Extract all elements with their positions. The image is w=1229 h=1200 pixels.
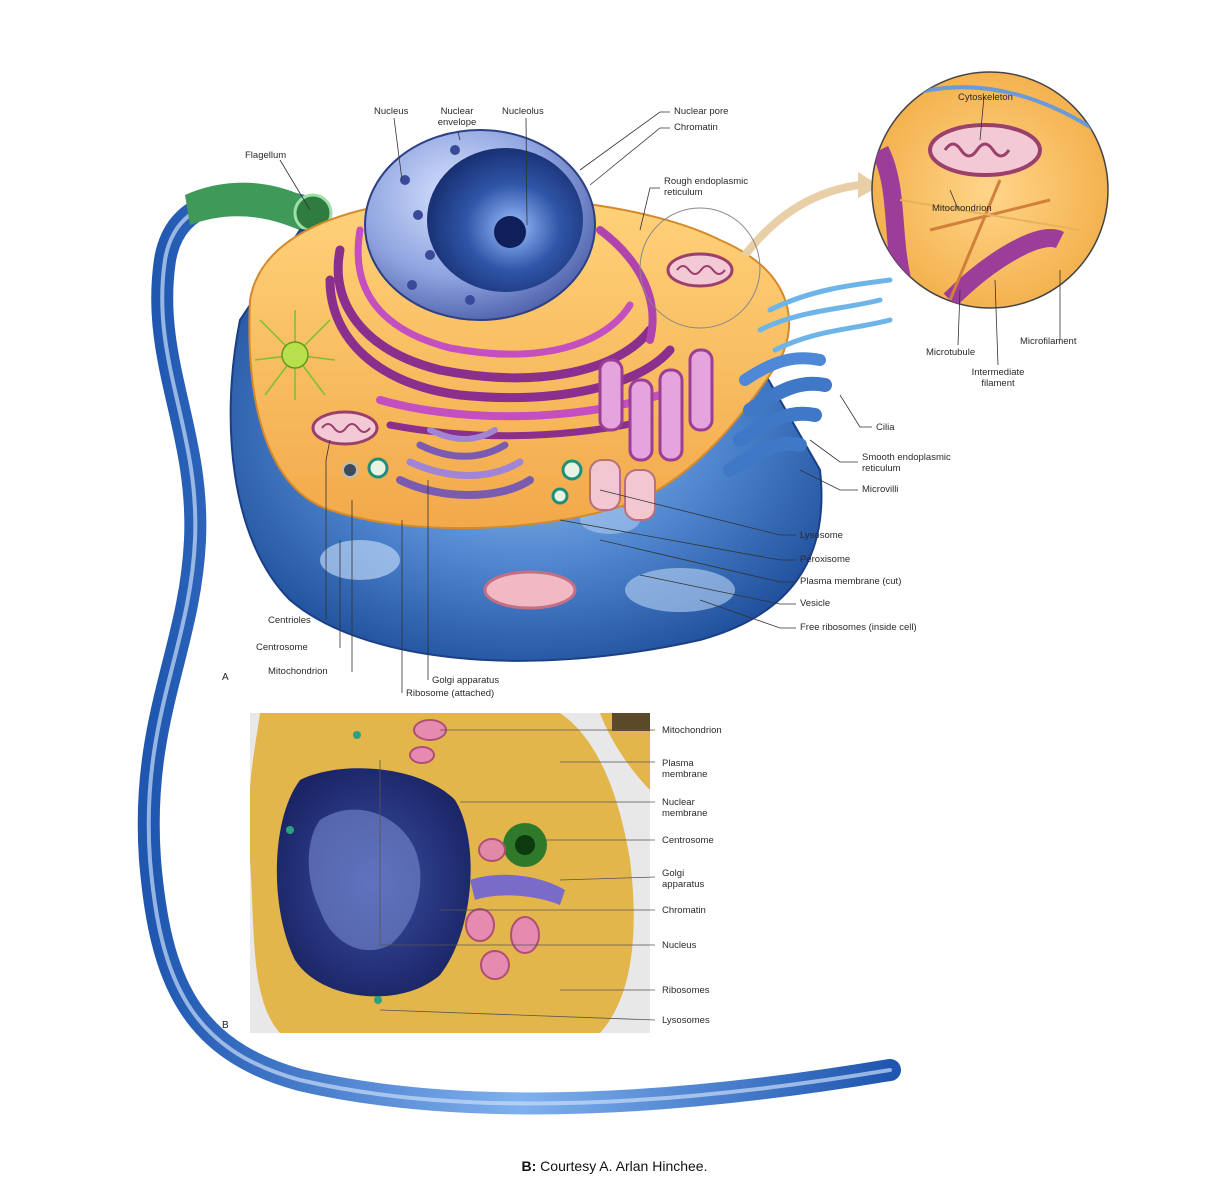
- leader-lines-a: [279, 96, 1061, 693]
- label-b-nucleus: Nucleus: [662, 940, 697, 951]
- centrosome-shape: [254, 310, 336, 400]
- micrograph-b: [250, 713, 650, 1033]
- label-centrioles: Centrioles: [268, 615, 311, 626]
- panel-a-letter: A: [222, 672, 229, 683]
- credit-prefix: B:: [521, 1158, 537, 1174]
- label-rough-er-line1: Rough endoplasmic: [664, 176, 748, 187]
- label-microvilli: Microvilli: [862, 484, 899, 495]
- label-microtubule: Microtubule: [926, 347, 976, 358]
- label-centrosome-a: Centrosome: [256, 642, 308, 653]
- label-flagellum: Flagellum: [245, 150, 287, 161]
- label-mitochondrion-a: Mitochondrion: [268, 666, 328, 677]
- label-rough-er-line2: reticulum: [664, 187, 703, 198]
- microvilli-shape: [723, 277, 893, 477]
- label-b-ribosomes: Ribosomes: [662, 985, 710, 996]
- inset-source-ring: [639, 207, 761, 329]
- label-free-ribosomes: Free ribosomes (inside cell): [800, 622, 917, 633]
- label-b-golgi: Golgi apparatus: [662, 868, 704, 890]
- label-vesicle: Vesicle: [800, 598, 831, 609]
- label-lysosome: Lysosome: [800, 530, 843, 541]
- label-nuclear-pore: Nuclear pore: [674, 106, 729, 117]
- label-ribosome-attached: Ribosome (attached): [406, 688, 495, 699]
- label-b-nuclear-membrane-line1: Nuclear: [662, 797, 695, 808]
- label-b-plasma-membrane: Plasma membrane: [662, 758, 707, 780]
- label-b-golgi-line1: Golgi: [662, 868, 685, 879]
- label-cytoskeleton: Cytoskeleton: [958, 92, 1013, 103]
- image-credit: B: Courtesy A. Arlan Hinchee.: [0, 1158, 1229, 1174]
- nucleus-shape: [364, 129, 596, 321]
- label-b-chromatin: Chromatin: [662, 905, 706, 916]
- label-smooth-er-line2: reticulum: [862, 463, 901, 474]
- inset-arrow: [741, 181, 861, 258]
- label-b-centrosome: Centrosome: [662, 835, 714, 846]
- label-cilia: Cilia: [876, 422, 895, 433]
- label-golgi-apparatus-a: Golgi apparatus: [432, 675, 500, 686]
- label-b-golgi-line2: apparatus: [662, 879, 705, 890]
- label-intermediate-filament-line1: Intermediate: [971, 367, 1025, 378]
- smooth-er-shape: [589, 348, 714, 521]
- label-smooth-er-line1: Smooth endoplasmic: [862, 452, 951, 463]
- label-b-mitochondrion: Mitochondrion: [662, 725, 722, 736]
- label-chromatin-a: Chromatin: [674, 122, 718, 133]
- label-nucleus: Nucleus: [374, 106, 409, 117]
- label-nuclear-envelope: Nuclear envelope: [428, 106, 486, 128]
- label-b-plasma-membrane-line2: membrane: [662, 769, 708, 780]
- label-nucleolus: Nucleolus: [502, 106, 544, 117]
- leader-lines-b: [379, 729, 656, 1021]
- label-nuclear-envelope-line2: envelope: [437, 117, 477, 128]
- golgi-shape: [396, 427, 534, 499]
- inset-arrowhead: [858, 172, 880, 198]
- label-intermediate-filament-line2: filament: [981, 378, 1015, 389]
- flagellum-shape: [137, 182, 901, 1115]
- label-inset-mitochondrion: Mitochondrion: [932, 203, 992, 214]
- label-plasma-membrane-cut: Plasma membrane (cut): [800, 576, 902, 587]
- label-rough-er: Rough endoplasmic reticulum: [664, 176, 748, 198]
- label-b-plasma-membrane-line1: Plasma: [662, 758, 694, 769]
- credit-text: Courtesy A. Arlan Hinchee.: [540, 1158, 708, 1174]
- label-nuclear-envelope-line1: Nuclear: [440, 106, 474, 117]
- mitochondrion-shape: [311, 252, 734, 446]
- label-intermediate-filament: Intermediate filament: [966, 367, 1030, 389]
- label-smooth-er: Smooth endoplasmic reticulum: [862, 452, 951, 474]
- label-b-nuclear-membrane: Nuclear membrane: [662, 797, 707, 819]
- label-microfilament: Microfilament: [1020, 336, 1077, 347]
- panel-b-letter: B: [222, 1020, 229, 1031]
- label-peroxisome: Peroxisome: [800, 554, 851, 565]
- vesicle-shapes: [342, 457, 583, 505]
- label-b-lysosomes: Lysosomes: [662, 1015, 710, 1026]
- label-b-nuclear-membrane-line2: membrane: [662, 808, 708, 819]
- inset-circle: [871, 71, 1109, 309]
